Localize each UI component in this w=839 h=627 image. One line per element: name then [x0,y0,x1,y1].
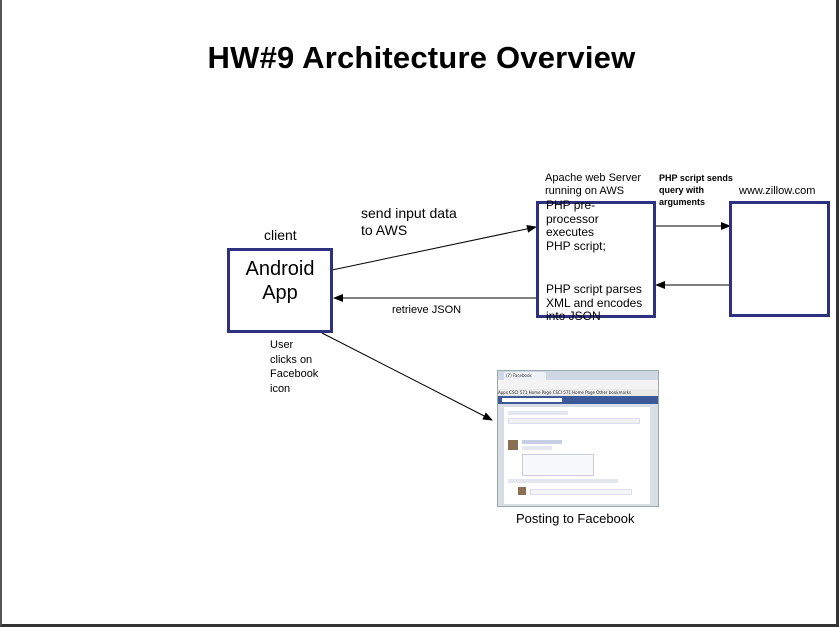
arrow-send-input [331,224,537,271]
browser-bookmarks: Apps CSCI 571 Home Page CSCI 571 Home Pa… [498,389,658,396]
arrow-facebook [321,332,493,421]
facebook-page [504,407,650,504]
aws-php-box: PHP pre- processor executes PHP script; … [536,198,656,323]
facebook-header [498,396,658,404]
aws-box-text-bottom: PHP script parses XML and encodes into J… [546,282,643,323]
comment-box [530,489,632,495]
zillow-box [729,201,830,317]
post-text [522,446,552,450]
aws-box-text-top: PHP pre- processor executes PHP script; [546,198,606,253]
post-author [522,440,562,444]
browser-toolbar: https://www.facebook.com [498,380,658,398]
client-label: client [264,227,297,243]
aws-server-label: Apache web Server running on AWS [545,172,641,197]
link-card [522,454,594,476]
facebook-caption: Posting to Facebook [516,511,635,526]
avatar [508,440,518,450]
send-input-label: send input data to AWS [361,205,457,238]
user-clicks-label: User clicks on Facebook icon [270,339,319,395]
php-sends-label: PHP script sends query with arguments [659,173,733,207]
browser-tab: (7) Facebook [504,372,546,380]
browser-tab-bar: (7) Facebook [498,371,658,380]
status-row [508,411,568,415]
status-input [508,418,640,424]
post-actions [508,479,618,483]
comment-avatar [518,487,526,495]
facebook-search [502,398,562,402]
page-title: HW#9 Architecture Overview [207,40,636,75]
zillow-label: www.zillow.com [739,185,816,197]
facebook-screenshot: (7) Facebook https://www.facebook.com Ap… [497,370,659,507]
android-app-label: Android App [245,258,315,304]
retrieve-json-label: retrieve JSON [392,304,462,316]
android-app-box: Android App [227,248,333,333]
